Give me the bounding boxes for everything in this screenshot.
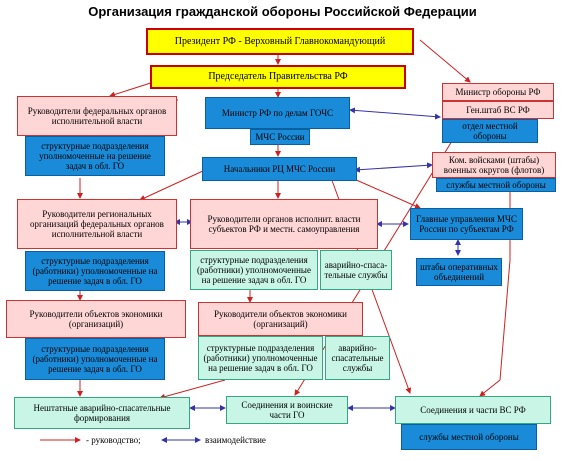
econ-heads-center-box: Руководители объектов экономики (организ… (198, 302, 363, 336)
armed-forces-units-box: Соединения и части ВС РФ (395, 396, 551, 424)
mchs-box: МЧС России (250, 129, 310, 145)
civil-def-units-box: Соединения и воинские части ГО (226, 396, 348, 424)
district-command-box: Ком. войсками (штабы) военных округов (ф… (432, 152, 556, 178)
local-defense-services-box-2: службы местной обороны (401, 424, 537, 450)
emergency-minister-box: Министр РФ по делам ГОЧС (205, 97, 350, 129)
local-defense-dept-box: отдел местной обороны (442, 119, 538, 143)
gen-staff-box: Ген.штаб ВС РФ (442, 101, 554, 119)
econ-struct-center-box: структурные подразделения (работники) уп… (198, 336, 323, 380)
subject-heads-box: Руководители органов исполнит. власти су… (190, 199, 378, 249)
local-defense-services-box-1: службы местной обороны (436, 178, 556, 192)
econ-struct-left-box: структурные подразделения (работники) уп… (25, 338, 165, 380)
premier-box: Председатель Правительства РФ (150, 65, 406, 89)
nonstaff-rescue-box: Нештатные аварийно-спасательные формиров… (14, 397, 190, 429)
econ-heads-left-box: Руководители объектов экономики (организ… (6, 300, 186, 338)
subject-struct-units-box: структурные подразделения (работники) уп… (190, 250, 318, 290)
rc-head-box: Начальники РЦ МЧС России (202, 157, 357, 181)
op-staff-box: штабы оперативных объединений (416, 258, 502, 286)
defense-minister-box: Министр обороны РФ (442, 83, 554, 101)
fed-exec-heads-box: Руководители федеральных органов исполни… (17, 96, 177, 136)
subject-rescue-box: аварийно-спаса-тельные службы (320, 250, 392, 290)
page-title: Организация гражданской обороны Российск… (88, 4, 477, 19)
legend-interaction-label: взаимодействие (205, 435, 266, 445)
legend-leadership-label: - руководство; (86, 435, 141, 445)
main-mchs-depts-box: Главные управления МЧС России по субъект… (410, 208, 523, 240)
president-box: Президент РФ - Верховный Главнокомандующ… (146, 28, 414, 55)
reg-fed-heads-box: Руководители региональных организаций фе… (17, 199, 177, 249)
reg-struct-units-box: структурные подразделения (работники) уп… (25, 251, 165, 291)
econ-rescue-box: аварийно-спасательные службы (325, 336, 390, 380)
fed-struct-units-box: структурные подразделения уполномоченные… (25, 136, 165, 176)
